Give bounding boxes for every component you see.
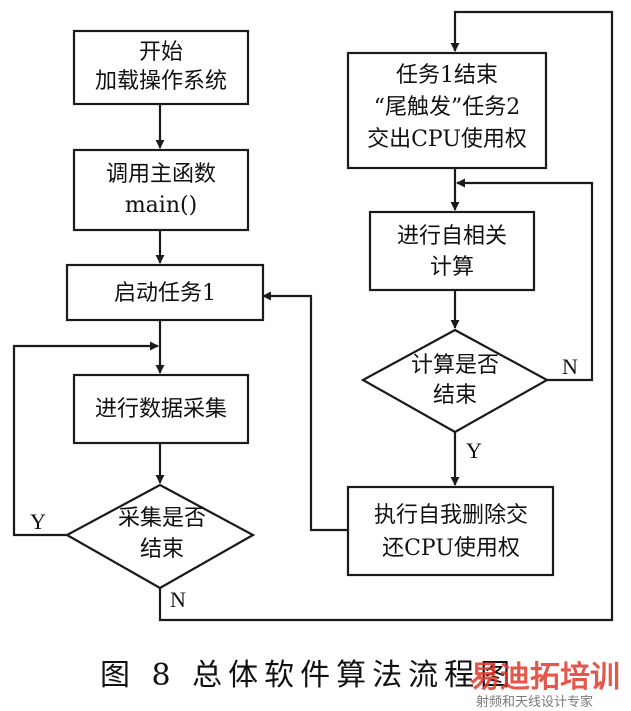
node-start-line2: 加载操作系统 [95, 69, 227, 94]
connectors [12, 10, 614, 622]
node-task1-end-line2: “尾触发”任务2 [374, 95, 521, 120]
node-calc-done-line1: 计算是否 [411, 353, 499, 378]
node-start-task1-line1: 启动任务1 [114, 281, 216, 306]
node-task1-end-line3: 交出CPU使用权 [367, 127, 527, 152]
node-self-delete: 执行自我删除交 还CPU使用权 [346, 485, 555, 577]
label-calc-no: N [562, 354, 578, 379]
figure-caption: 图 8 总体软件算法流程图 [100, 658, 516, 693]
edge-calc-no-loop [456, 178, 594, 382]
node-collect-line1: 进行数据采集 [95, 397, 227, 422]
node-calc-done: 计算是否 结束 [360, 328, 550, 434]
label-calc-yes: Y [466, 438, 482, 463]
node-autocorr-line1: 进行自相关 [397, 224, 507, 249]
node-self-delete-line1: 执行自我删除交 [374, 503, 528, 528]
node-autocorr: 进行自相关 计算 [368, 210, 536, 292]
node-start-task1: 启动任务1 [65, 263, 265, 322]
node-calc-done-line2: 结束 [433, 383, 477, 408]
node-collect: 进行数据采集 [72, 373, 250, 445]
label-collect-no: N [170, 587, 186, 612]
node-task1-end-line1: 任务1结束 [396, 63, 498, 88]
node-collect-done: 采集是否 结束 [64, 483, 256, 590]
node-call-main-line2: main() [125, 193, 197, 218]
edge-collect-no-to-task1end [158, 10, 614, 622]
node-collect-done-line2: 结束 [140, 537, 184, 562]
node-task1-end: 任务1结束 “尾触发”任务2 交出CPU使用权 [346, 51, 548, 170]
label-collect-yes: Y [30, 509, 46, 534]
node-collect-done-line1: 采集是否 [118, 506, 206, 531]
node-call-main: 调用主函数 main() [72, 148, 250, 232]
watermark-subtitle: 射频和天线设计专家 [476, 694, 593, 710]
node-start-line1: 开始 [139, 40, 183, 65]
node-self-delete-line2: 还CPU使用权 [382, 536, 520, 561]
node-start: 开始 加载操作系统 [72, 29, 250, 106]
node-autocorr-line2: 计算 [430, 255, 474, 280]
edge-delete-to-task1 [262, 291, 348, 532]
watermark-logo-text: 易迪拓培训 [470, 660, 620, 695]
node-call-main-line1: 调用主函数 [106, 162, 216, 187]
edge-collect-yes-loop [12, 341, 159, 537]
